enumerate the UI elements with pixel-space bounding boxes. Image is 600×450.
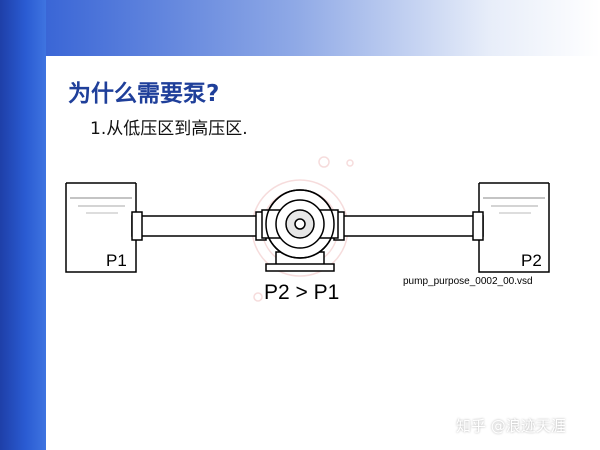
pump — [261, 189, 339, 272]
top-gradient-bar — [46, 0, 600, 56]
left-pipe — [131, 211, 267, 241]
slide-title: 为什么需要泵? — [68, 81, 220, 107]
pressure-relation-label: P2 > P1 — [264, 281, 340, 304]
file-name-caption: pump_purpose_0002_00.vsd — [403, 276, 533, 287]
tank-left-label: P1 — [106, 251, 127, 270]
right-pipe — [333, 211, 484, 241]
watermark: 知乎 @浪迹天涯 — [456, 417, 566, 435]
left-accent-bar — [0, 0, 46, 450]
tank-right-label: P2 — [521, 251, 542, 270]
slide-subtitle: 1.从低压区到高压区. — [90, 119, 248, 139]
